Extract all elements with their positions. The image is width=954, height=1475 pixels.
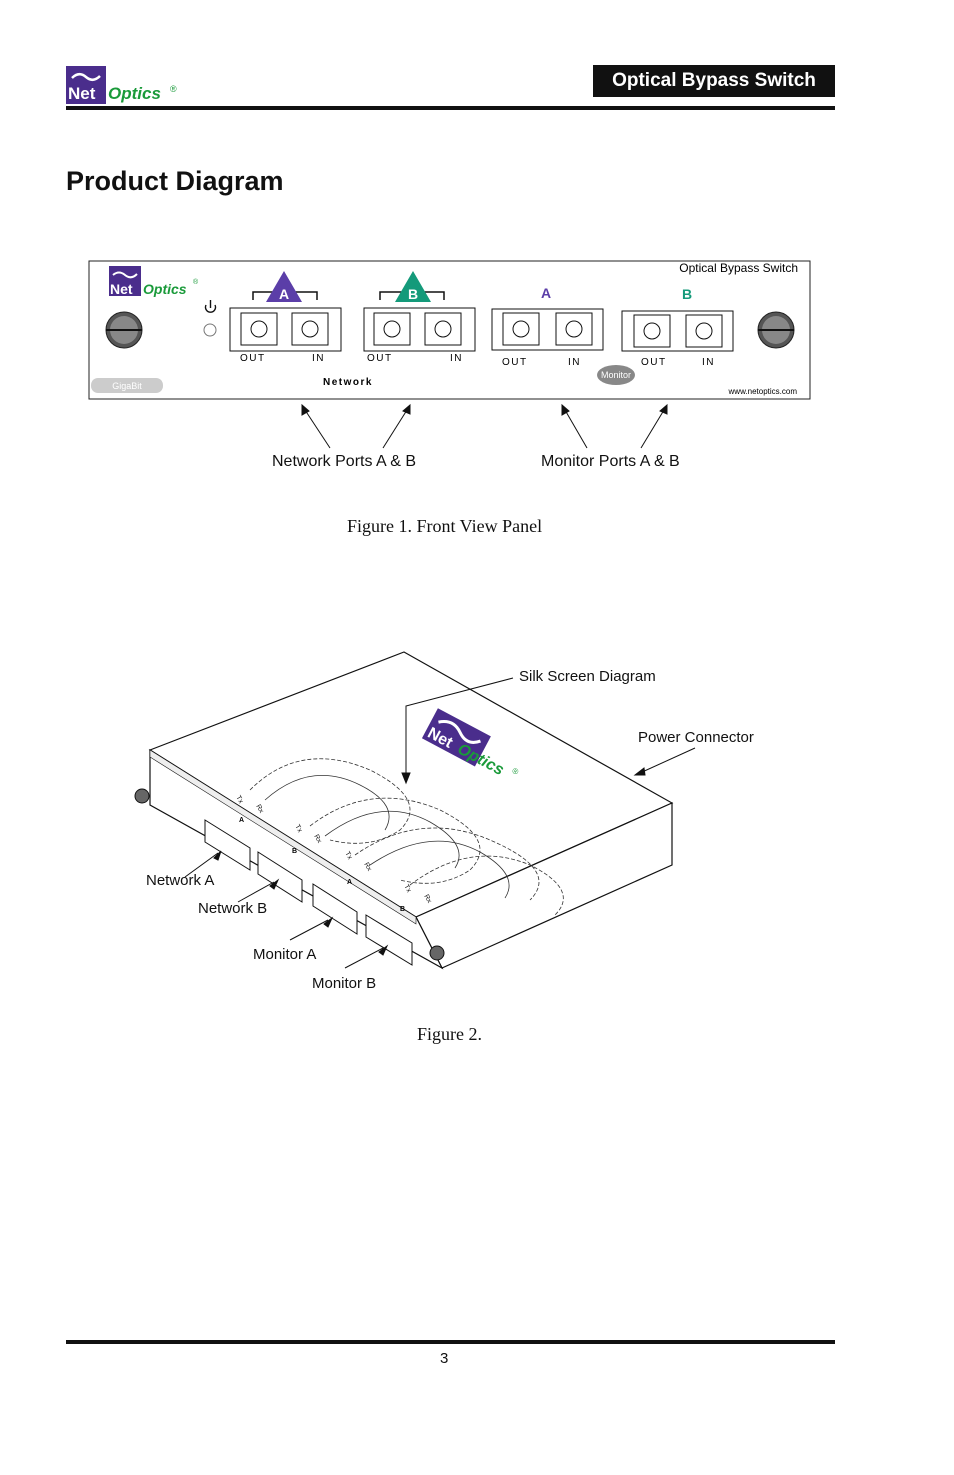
- figure-1-caption: Figure 1. Front View Panel: [347, 516, 543, 536]
- network-a-callout: Network A: [146, 872, 215, 889]
- tx-label-4: Tx: [402, 884, 412, 895]
- monitor-ports-callout: Monitor Ports A & B: [541, 453, 680, 470]
- wave-icon: [71, 73, 101, 81]
- front-ports: [204, 819, 413, 966]
- netoptics-logo: [66, 66, 106, 104]
- tx-rx-labels: Tx Rx Tx Rx Tx Rx Tx Rx: [234, 795, 433, 905]
- page-number: 3: [440, 1350, 449, 1367]
- port-letter-monitor-b: B: [400, 906, 405, 913]
- tx-label-1: Tx: [234, 795, 244, 806]
- network-b-out-text: OUT: [367, 353, 393, 364]
- silk-screen-label: Silk Screen Diagram: [519, 668, 656, 685]
- port-letter-network-b: B: [292, 848, 297, 855]
- power-connector-label: Power Connector: [638, 729, 754, 746]
- network-b-callout: Network B: [198, 900, 268, 917]
- rx-label-4: Rx: [422, 894, 433, 905]
- monitor-a-label: A: [541, 285, 551, 301]
- header-rule: [66, 106, 835, 110]
- panel-logo-optics: Optics: [143, 281, 187, 297]
- network-a-triangle: [266, 271, 302, 302]
- gigabit-badge: [91, 378, 163, 393]
- chassis-logo-reg: ®: [511, 766, 521, 777]
- front-port-letters: A B A B: [239, 817, 405, 913]
- rx-label-2: Rx: [312, 834, 323, 845]
- monitor-a-in-text: IN: [568, 357, 581, 368]
- network-a-in-text: IN: [312, 353, 325, 364]
- logo-registered-mark: ®: [170, 84, 177, 94]
- left-thumbscrew-icon: [105, 311, 143, 349]
- monitor-b-label: B: [682, 286, 692, 302]
- port-letter-network-a: A: [239, 817, 244, 824]
- rx-label-1: Rx: [254, 804, 265, 815]
- front-view-panel-figure: Net Optics ® GigaBit A OUT IN B OUT IN N…: [88, 260, 811, 449]
- power-icon: [204, 300, 217, 313]
- network-section-label: Network: [323, 377, 373, 388]
- network-b-triangle: [395, 271, 431, 302]
- network-b-in-text: IN: [450, 353, 463, 364]
- tx-label-2: Tx: [293, 824, 303, 835]
- product-title-bar: Optical Bypass Switch: [593, 65, 835, 97]
- figure-2-callouts: [184, 677, 696, 969]
- network-ports-callout: Network Ports A & B: [272, 453, 417, 470]
- rx-label-3: Rx: [362, 862, 373, 873]
- figure-2-caption: Figure 2.: [417, 1024, 482, 1044]
- panel-logo-reg: ®: [193, 278, 199, 286]
- power-led: [203, 323, 217, 337]
- silk-screen-loops: [249, 758, 564, 916]
- network-b-label: B: [408, 286, 418, 302]
- gigabit-text: GigaBit: [112, 381, 142, 391]
- monitor-a-out-text: OUT: [502, 357, 528, 368]
- footer-rule: [66, 1340, 835, 1344]
- monitor-b-callout: Monitor B: [312, 975, 377, 992]
- network-a-label: A: [279, 286, 289, 302]
- panel-wave-icon: [112, 271, 138, 279]
- isometric-view-figure: Net Optics ® Tx Rx Tx Rx Tx Rx Tx Rx A B…: [134, 651, 696, 970]
- panel-logo-net: Net: [110, 281, 133, 297]
- logo-optics-text: Optics: [108, 84, 161, 103]
- callout-arrows: [301, 403, 668, 449]
- monitor-a-in-port: [555, 312, 593, 346]
- network-a-out-text: OUT: [240, 353, 266, 364]
- port-letter-monitor-a: A: [347, 879, 352, 886]
- monitor-badge: [597, 365, 635, 385]
- panel-url-text: www.netoptics.com: [728, 387, 798, 396]
- logo-net-text: Net: [68, 84, 96, 103]
- panel-title-text: Optical Bypass Switch: [679, 261, 798, 275]
- tx-label-3: Tx: [343, 851, 353, 862]
- monitor-b-out-text: OUT: [641, 357, 667, 368]
- right-thumbscrew-icon: [757, 311, 795, 349]
- front-left-screw-icon: [134, 788, 150, 804]
- monitor-a-callout: Monitor A: [253, 946, 317, 963]
- page-title: Product Diagram: [66, 166, 284, 196]
- monitor-badge-text: Monitor: [601, 370, 631, 380]
- front-right-screw-icon: [429, 945, 445, 961]
- monitor-b-in-text: IN: [702, 357, 715, 368]
- panel-logo-box: [109, 266, 141, 296]
